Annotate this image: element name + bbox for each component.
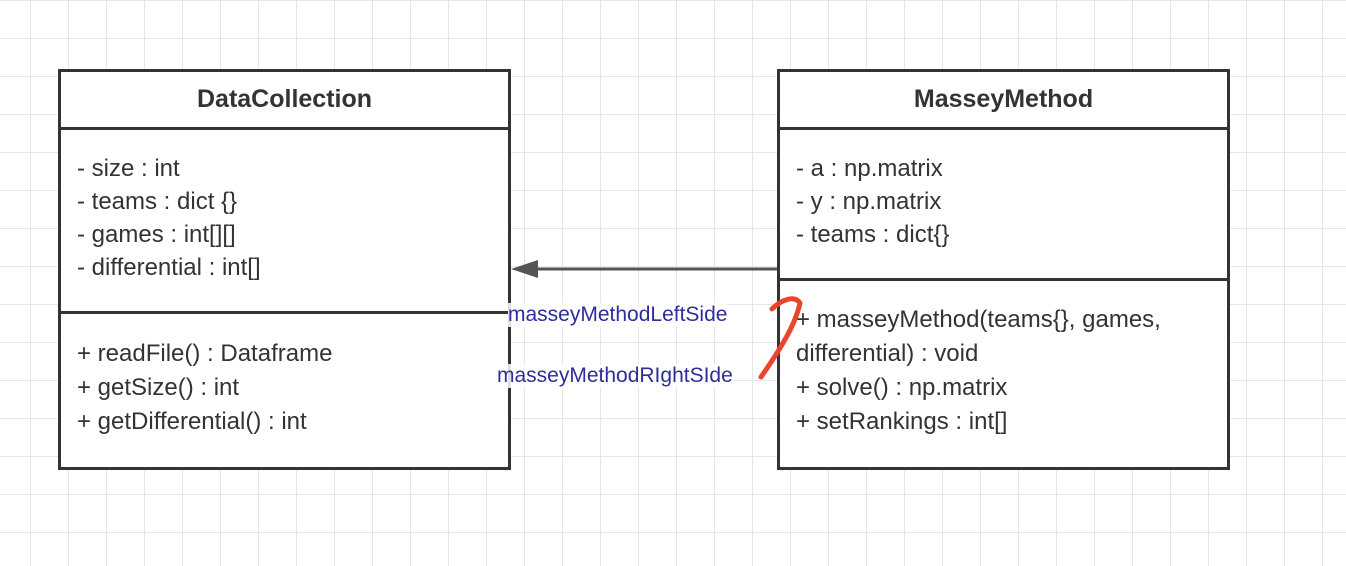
method: + getSize() : int <box>77 374 240 401</box>
section-divider <box>61 311 508 314</box>
attribute: - size : int <box>77 155 180 182</box>
methods-section: + masseyMethod(teams{}, games, different… <box>780 303 1227 439</box>
section-divider <box>780 278 1227 281</box>
class-datacollection[interactable]: DataCollection - size : int - teams : di… <box>58 69 511 470</box>
annotation-stroke <box>758 296 803 380</box>
attribute: - teams : dict {} <box>77 188 238 215</box>
attributes-section: - size : int - teams : dict {} - games :… <box>61 152 508 284</box>
class-name: DataCollection <box>61 72 508 130</box>
method: + getDifferential() : int <box>77 408 307 435</box>
attribute: - y : np.matrix <box>796 188 942 215</box>
association-right-label[interactable]: masseyMethodRIghtSIde <box>497 364 733 388</box>
association-left-label[interactable]: masseyMethodLeftSide <box>508 303 728 327</box>
attribute: - differential : int[] <box>77 254 261 281</box>
method: differential) : void <box>796 340 979 367</box>
methods-section: + readFile() : Dataframe + getSize() : i… <box>61 337 508 439</box>
attribute: - games : int[][] <box>77 221 236 248</box>
class-name: MasseyMethod <box>780 72 1227 130</box>
method: + masseyMethod(teams{}, games, <box>796 306 1161 333</box>
arrowhead-icon <box>511 260 538 278</box>
attribute: - teams : dict{} <box>796 221 950 248</box>
attributes-section: - a : np.matrix - y : np.matrix - teams … <box>780 152 1227 251</box>
method: + solve() : np.matrix <box>796 374 1008 401</box>
attribute: - a : np.matrix <box>796 155 943 182</box>
class-masseymethod[interactable]: MasseyMethod - a : np.matrix - y : np.ma… <box>777 69 1230 470</box>
method: + setRankings : int[] <box>796 408 1008 435</box>
method: + readFile() : Dataframe <box>77 340 333 367</box>
